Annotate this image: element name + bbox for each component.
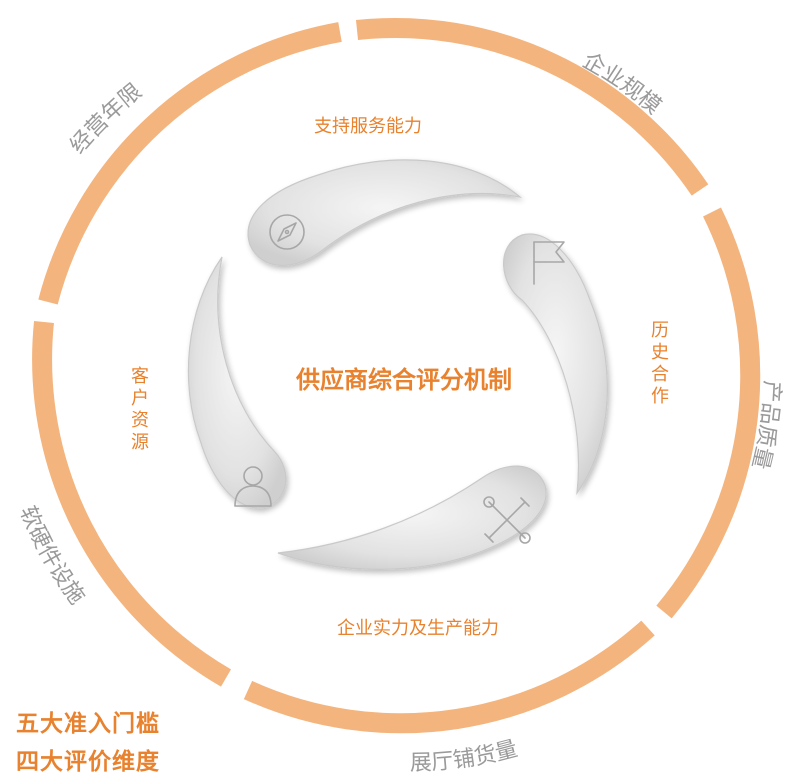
svg-text:史: 史 xyxy=(651,342,669,362)
svg-text:合: 合 xyxy=(651,364,669,384)
petal-left xyxy=(187,256,287,509)
svg-text:源: 源 xyxy=(131,432,149,452)
ring-label-showroom: 展厅铺货量 xyxy=(409,736,519,776)
petal-group xyxy=(187,159,608,570)
footer-line-1: 五大准入门槛 xyxy=(16,711,160,736)
ring-segment-product-quality xyxy=(656,207,761,619)
footer-line-2: 四大评价维度 xyxy=(16,749,160,774)
inner-label-strength-production: 企业实力及生产能力 xyxy=(337,618,499,638)
petal-top xyxy=(247,159,523,266)
ring-segment-showroom xyxy=(243,620,655,734)
ring-segment-operating-years xyxy=(38,22,342,305)
ring-segment-company-scale xyxy=(355,18,709,196)
svg-text:客: 客 xyxy=(131,366,149,386)
svg-text:户: 户 xyxy=(131,388,149,408)
petal-right xyxy=(503,233,608,496)
svg-text:作: 作 xyxy=(651,386,669,406)
petal-bottom xyxy=(277,465,547,570)
svg-text:资: 资 xyxy=(131,410,149,430)
inner-label-history: 历 史 合 作 xyxy=(651,320,669,406)
inner-label-support-service: 支持服务能力 xyxy=(314,116,422,136)
flag-icon xyxy=(533,241,565,285)
tools-icon xyxy=(483,496,531,544)
inner-label-customer-resources: 客 户 资 源 xyxy=(131,366,149,452)
user-icon xyxy=(234,466,272,507)
center-title: 供应商综合评分机制 xyxy=(295,366,512,394)
ring-segment-facilities xyxy=(32,320,232,687)
svg-text:历: 历 xyxy=(651,320,669,340)
compass-icon xyxy=(269,214,305,250)
